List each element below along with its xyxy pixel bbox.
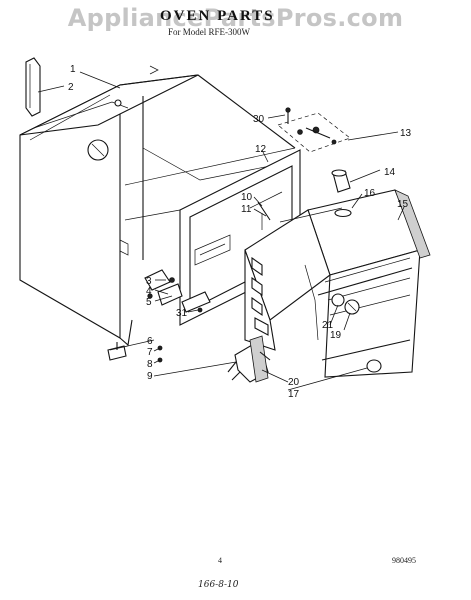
callout-label: 17 — [288, 389, 300, 400]
callout-label: 13 — [400, 128, 412, 139]
part-19-21-light-assembly — [331, 293, 360, 315]
callout-label: 31 — [176, 308, 188, 319]
diagram-subtitle: For Model RFE-300W — [168, 27, 250, 37]
callout-label: 14 — [384, 167, 396, 178]
part-3-4-5-hinge-hardware — [144, 269, 211, 313]
part-17-lens — [366, 359, 382, 373]
callout-label: 20 — [288, 377, 300, 388]
part-15-oven-liner — [244, 189, 431, 378]
callout-label: 11 — [241, 204, 252, 215]
part-14-vent-tube — [331, 169, 351, 193]
callout-label: 16 — [364, 188, 376, 199]
callout-label: 5 — [146, 297, 152, 308]
document-code: 980495 — [392, 556, 416, 565]
callout-label: 7 — [147, 347, 153, 358]
callout-label: 10 — [241, 192, 253, 203]
part-1-cabinet — [19, 65, 301, 347]
part-2-strip — [25, 57, 41, 117]
callout-label: 6 — [147, 336, 153, 347]
handwritten-note: 166-8-10 — [198, 580, 239, 590]
callout-label: 9 — [147, 371, 153, 382]
callout-label: 1 — [70, 64, 76, 75]
callout-label: 21 — [322, 320, 334, 331]
part-30-screw — [285, 107, 291, 124]
callout-label: 2 — [68, 82, 74, 93]
callout-label: 3 — [146, 276, 152, 287]
diagram-title: OVEN PARTS — [160, 8, 275, 24]
part-13-bracket — [277, 112, 351, 153]
part-6-leveling-leg — [107, 342, 127, 361]
watermark: AppliancePartsPros.com — [67, 4, 404, 32]
callout-label: 12 — [255, 144, 267, 155]
callout-label: 19 — [330, 330, 342, 341]
callout-label: 30 — [253, 114, 265, 125]
callout-labels: 1 2 30 13 12 14 16 15 10 11 3 4 5 31 6 7… — [68, 64, 412, 400]
page-number: 4 — [218, 556, 222, 565]
callout-label: 8 — [147, 359, 153, 370]
callout-label: 4 — [146, 286, 152, 297]
leader-lines — [37, 71, 405, 391]
callout-label: 15 — [397, 199, 409, 210]
